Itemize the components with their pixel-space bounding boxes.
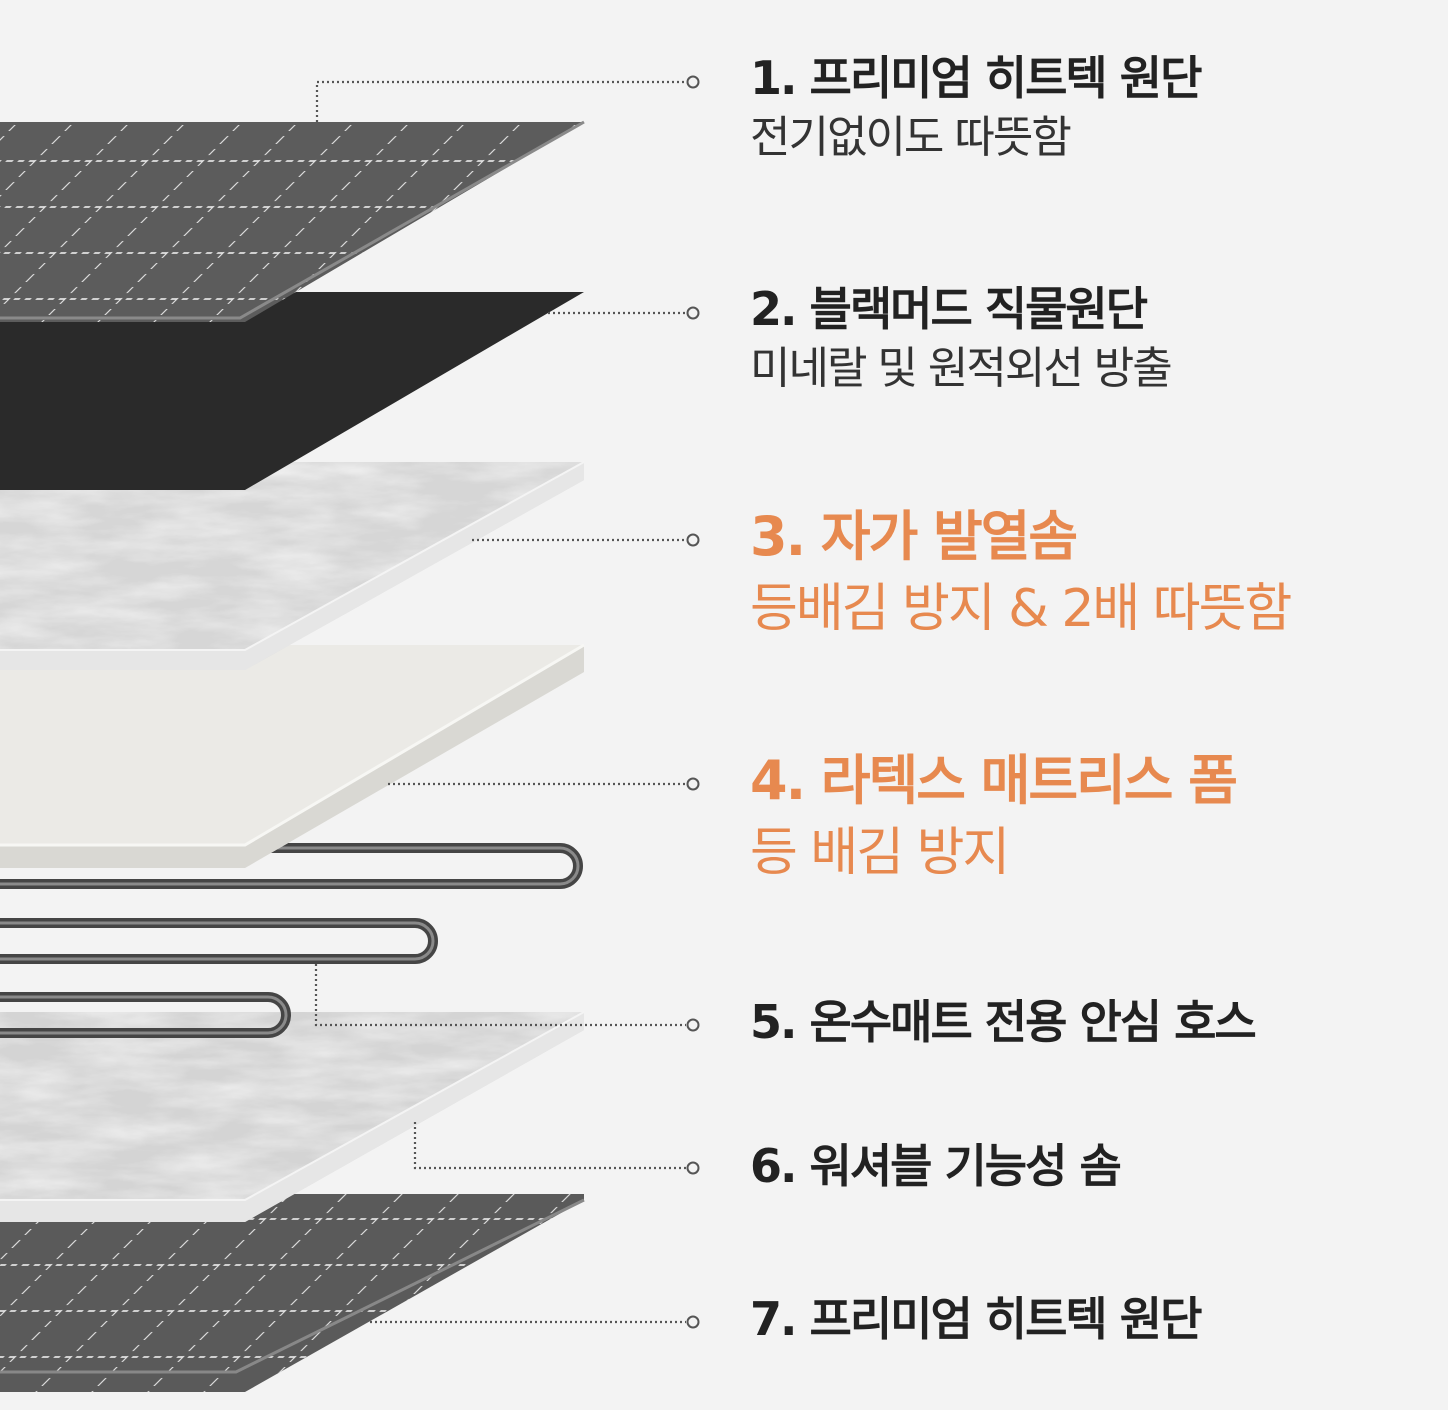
bottom-heattech-fabric-layer [0,1194,585,1392]
layer-label-2: 2. 블랙머드 직물원단 미네랄 및 원적외선 방출 [750,282,1173,394]
leader-endpoint-6 [686,1161,700,1175]
leader-endpoint-7 [686,1315,700,1329]
layer-subtitle-2: 미네랄 및 원적외선 방출 [750,342,1173,394]
layer-label-5: 5. 온수매트 전용 안심 호스 [750,995,1257,1049]
layer-title-6: 6. 워셔블 기능성 솜 [750,1139,1122,1193]
layer-title-5: 5. 온수매트 전용 안심 호스 [750,995,1257,1049]
leader-endpoint-1 [686,75,700,89]
leader-endpoint-2 [686,306,700,320]
layer-title-7: 7. 프리미엄 히트텍 원단 [750,1292,1202,1346]
leader-line-6 [413,1122,686,1170]
leader-lines [314,80,686,1324]
leader-endpoints [686,75,700,1329]
leader-endpoint-3 [686,533,700,547]
layer-title-4: 4. 라텍스 매트리스 폼 [750,749,1238,812]
layer-subtitle-1: 전기없이도 따뜻함 [750,111,1072,163]
layer-title-1: 1. 프리미엄 히트텍 원단 [750,51,1202,105]
layer-label-7: 7. 프리미엄 히트텍 원단 [750,1292,1202,1346]
layer-label-1: 1. 프리미엄 히트텍 원단 전기없이도 따뜻함 [750,51,1202,163]
latex-foam-layer [0,643,585,868]
layer-title-2: 2. 블랙머드 직물원단 [750,282,1148,336]
black-mud-fabric-layer [0,292,584,490]
leader-line-5 [314,964,686,1027]
layer-subtitle-3: 등배김 방지 & 2배 따뜻함 [750,579,1292,640]
top-heattech-fabric-layer [0,120,585,322]
safe-hose-layer [0,843,583,1038]
layer-title-3: 3. 자가 발열솜 [750,505,1078,568]
layer-subtitle-4: 등 배김 방지 [750,823,1010,884]
leader-endpoint-4 [686,777,700,791]
layer-label-3: 3. 자가 발열솜 등배김 방지 & 2배 따뜻함 [750,505,1292,640]
layer-label-4: 4. 라텍스 매트리스 폼 등 배김 방지 [750,749,1238,884]
leader-line-1 [315,80,686,122]
layer-label-6: 6. 워셔블 기능성 솜 [750,1139,1122,1193]
leader-endpoint-5 [686,1018,700,1032]
